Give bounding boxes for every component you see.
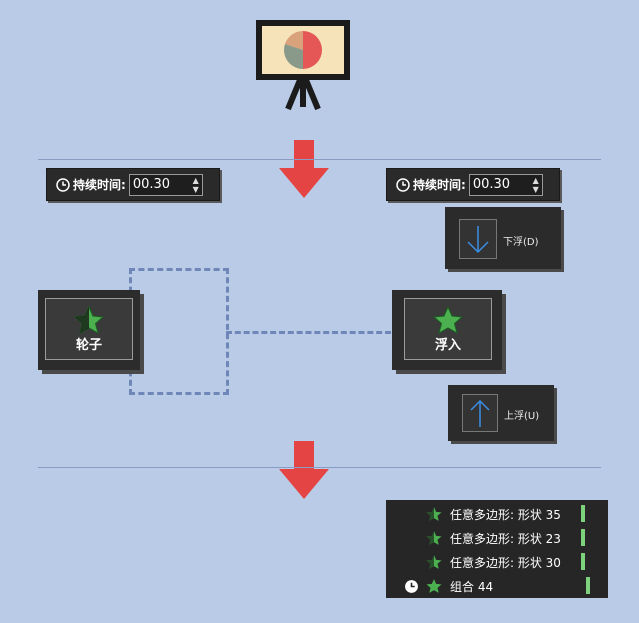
float-up-icon-box xyxy=(462,394,498,432)
star-icon xyxy=(426,507,442,521)
list-item-label: 组合 44 xyxy=(450,579,494,594)
float-down-option[interactable]: 下浮(D) xyxy=(445,207,561,269)
dashed-frame xyxy=(129,268,229,395)
timeline-bar xyxy=(581,529,585,546)
duration-input[interactable]: 00.30 ▲▼ xyxy=(468,173,543,196)
separator-line xyxy=(38,159,601,160)
clock-icon xyxy=(56,177,70,192)
spinner-icon[interactable]: ▲▼ xyxy=(532,175,539,194)
star-icon xyxy=(433,305,463,334)
down-arrow-icon xyxy=(279,140,329,198)
star-icon xyxy=(74,305,104,334)
float-down-label: 下浮(D) xyxy=(503,237,539,248)
timeline-bar xyxy=(586,577,590,594)
timeline-bar xyxy=(581,553,585,570)
float-in-effect-label: 浮入 xyxy=(434,337,461,353)
dashed-connector xyxy=(226,331,391,334)
duration-value: 00.30 xyxy=(472,177,511,192)
list-item-label: 任意多边形: 形状 23 xyxy=(450,531,561,546)
float-down-icon-box xyxy=(459,219,497,259)
duration-input[interactable]: 00.30 ▲▼ xyxy=(128,173,203,196)
duration-panel: 持续时间: 00.30 ▲▼ xyxy=(46,168,220,201)
duration-label: 持续时间: xyxy=(413,178,466,192)
wheel-effect-panel[interactable]: 轮子 xyxy=(38,290,140,370)
animation-pane-list: 任意多边形: 形状 35 任意多边形: 形状 23 任意多边形: 形状 30 组… xyxy=(386,500,608,598)
float-in-effect-panel[interactable]: 浮入 xyxy=(392,290,502,370)
duration-label: 持续时间: xyxy=(73,178,126,192)
wheel-effect-tile[interactable]: 轮子 xyxy=(45,298,133,360)
float-up-option[interactable]: 上浮(U) xyxy=(448,385,554,441)
list-item-label: 任意多边形: 形状 35 xyxy=(450,507,561,522)
down-arrow-icon xyxy=(279,441,329,499)
presentation-easel-icon xyxy=(256,20,350,111)
star-icon xyxy=(426,555,442,569)
list-item[interactable]: 任意多边形: 形状 23 xyxy=(386,526,608,550)
spinner-icon[interactable]: ▲▼ xyxy=(192,175,199,194)
float-in-effect-tile[interactable]: 浮入 xyxy=(404,298,492,360)
list-item[interactable]: 任意多边形: 形状 35 xyxy=(386,502,608,526)
arrow-down-icon xyxy=(467,226,489,254)
wheel-effect-label: 轮子 xyxy=(75,337,102,353)
duration-value: 00.30 xyxy=(132,177,171,192)
arrow-up-icon xyxy=(470,399,490,427)
star-icon xyxy=(426,579,442,593)
list-item[interactable]: 组合 44 xyxy=(386,574,608,598)
clock-icon xyxy=(405,580,418,593)
clock-icon xyxy=(396,177,410,192)
timeline-bar xyxy=(581,505,585,522)
star-icon xyxy=(426,531,442,545)
float-up-label: 上浮(U) xyxy=(504,411,540,422)
list-item[interactable]: 任意多边形: 形状 30 xyxy=(386,550,608,574)
separator-line xyxy=(38,467,601,468)
duration-panel: 持续时间: 00.30 ▲▼ xyxy=(386,168,560,201)
list-item-label: 任意多边形: 形状 30 xyxy=(450,555,561,570)
